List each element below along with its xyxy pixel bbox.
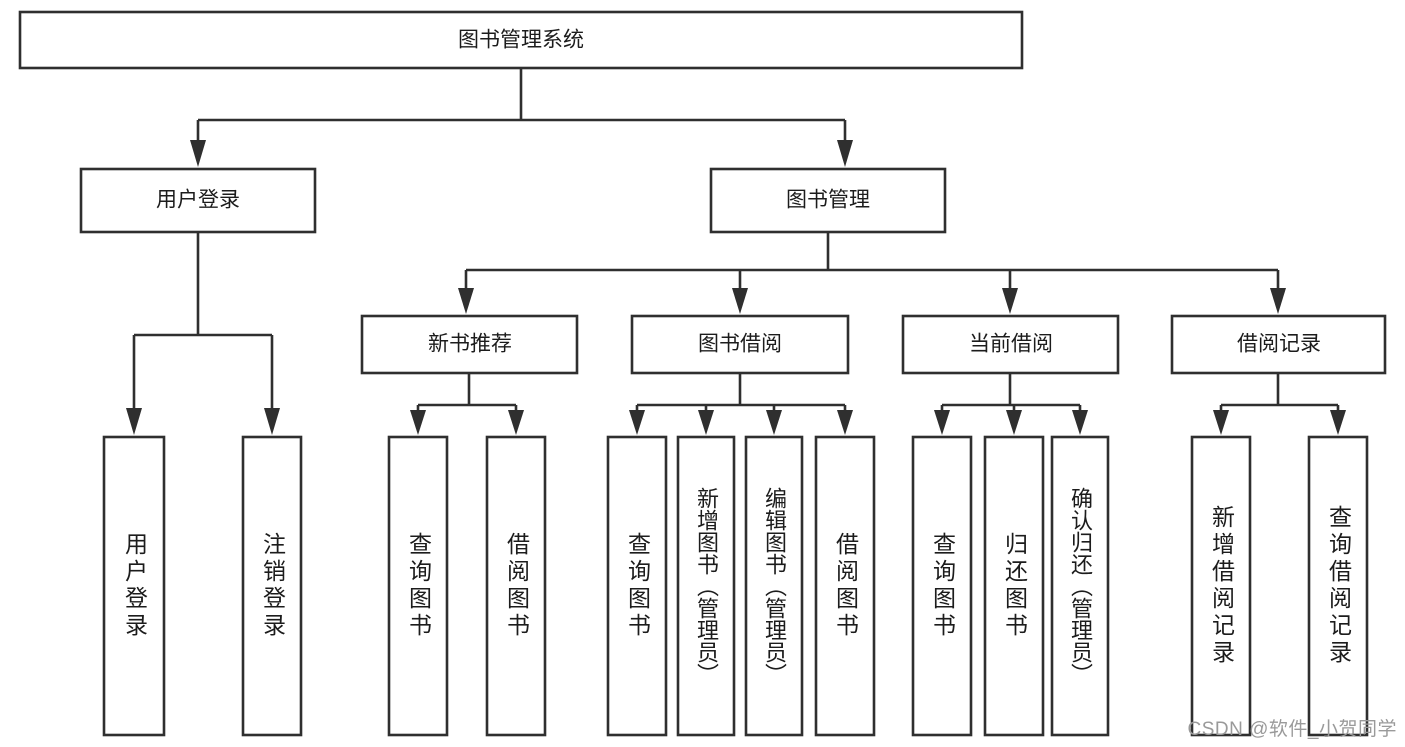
arrow-nb-to-borrow-book bbox=[508, 410, 524, 435]
arrow-nb-to-query-book bbox=[410, 410, 426, 435]
arrow-bb-to-edit-book bbox=[766, 410, 782, 435]
arrow-bb-to-borrow-book bbox=[837, 410, 853, 435]
connector-group-user-login-to-leaves bbox=[126, 232, 280, 435]
leaf-query-book-3-box[interactable] bbox=[911, 435, 973, 737]
arrow-cb-to-return-book bbox=[1006, 410, 1022, 435]
node-book-manage[interactable]: 图书管理 bbox=[709, 167, 947, 234]
node-borrow-record-label: 借阅记录 bbox=[1237, 333, 1321, 356]
connector-group-new-book-to-leaves bbox=[410, 373, 524, 435]
node-new-book-recommend-label: 新书推荐 bbox=[428, 333, 512, 356]
node-current-borrow[interactable]: 当前借阅 bbox=[901, 314, 1120, 375]
arrow-bb-to-add-book bbox=[698, 410, 714, 435]
node-book-borrow-label: 图书借阅 bbox=[698, 333, 782, 356]
node-user-login-box[interactable] bbox=[79, 167, 317, 234]
node-book-borrow-box[interactable] bbox=[630, 314, 850, 375]
leaf-edit-book-box[interactable] bbox=[744, 435, 804, 737]
arrow-cb-to-query-book bbox=[934, 410, 950, 435]
arrow-bm-to-book-borrow bbox=[732, 288, 748, 314]
connector-group-root-to-level2 bbox=[190, 68, 853, 167]
leaf-user-login-box[interactable] bbox=[102, 435, 166, 737]
leaf-query-book-2-box[interactable] bbox=[606, 435, 668, 737]
leaf-confirm-return-box[interactable] bbox=[1050, 435, 1110, 737]
leaf-borrow-book-1-box[interactable] bbox=[485, 435, 547, 737]
arrow-cb-to-confirm-return bbox=[1072, 410, 1088, 435]
arrow-root-to-user-login bbox=[190, 140, 206, 167]
arrow-bm-to-borrow-record bbox=[1270, 288, 1286, 314]
node-root-label: 图书管理系统 bbox=[458, 29, 584, 52]
leaf-query-book-1-box[interactable] bbox=[387, 435, 449, 737]
node-current-borrow-label: 当前借阅 bbox=[969, 333, 1053, 356]
leaf-add-record-box[interactable] bbox=[1190, 435, 1252, 737]
node-book-borrow[interactable]: 图书借阅 bbox=[630, 314, 850, 375]
node-root[interactable]: 图书管理系统 bbox=[18, 10, 1024, 70]
node-new-book-recommend-box[interactable] bbox=[360, 314, 579, 375]
arrow-bb-to-query-book bbox=[629, 410, 645, 435]
node-borrow-record[interactable]: 借阅记录 bbox=[1170, 314, 1387, 375]
node-borrow-record-box[interactable] bbox=[1170, 314, 1387, 375]
node-user-login-label: 用户登录 bbox=[156, 189, 240, 212]
node-new-book-recommend[interactable]: 新书推荐 bbox=[360, 314, 579, 375]
csdn-watermark: CSDN @软件_小贺同学 bbox=[1187, 719, 1397, 740]
node-user-login[interactable]: 用户登录 bbox=[79, 167, 317, 234]
leaf-return-book-box[interactable] bbox=[983, 435, 1045, 737]
node-book-manage-box[interactable] bbox=[709, 167, 947, 234]
arrow-ul-to-leaf-user-logout bbox=[264, 408, 280, 435]
leaf-user-logout-box[interactable] bbox=[241, 435, 303, 737]
node-current-borrow-box[interactable] bbox=[901, 314, 1120, 375]
connector-group-borrow-record-to-leaves bbox=[1213, 373, 1346, 435]
arrow-bm-to-new-book-recommend bbox=[458, 288, 474, 314]
leaf-borrow-book-2-box[interactable] bbox=[814, 435, 876, 737]
arrow-root-to-book-manage bbox=[837, 140, 853, 167]
leaf-boxes-group bbox=[102, 435, 1369, 737]
arrow-br-to-query-record bbox=[1330, 410, 1346, 435]
connector-group-book-borrow-to-leaves bbox=[629, 373, 853, 435]
connector-group-book-manage-to-level3 bbox=[458, 232, 1286, 314]
leaf-query-record-box[interactable] bbox=[1307, 435, 1369, 737]
arrow-bm-to-current-borrow bbox=[1002, 288, 1018, 314]
arrow-ul-to-leaf-user-login bbox=[126, 408, 142, 435]
leaf-add-book-box[interactable] bbox=[676, 435, 736, 737]
node-book-manage-label: 图书管理 bbox=[786, 189, 870, 212]
connector-group-current-borrow-to-leaves bbox=[934, 373, 1088, 435]
arrow-br-to-add-record bbox=[1213, 410, 1229, 435]
node-root-box[interactable] bbox=[18, 10, 1024, 70]
